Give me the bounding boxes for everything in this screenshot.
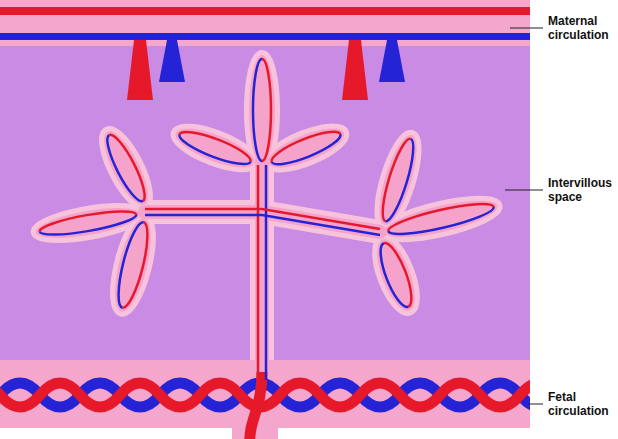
leader-line bbox=[510, 28, 543, 29]
endometrial-vein bbox=[379, 40, 405, 82]
leader-line bbox=[505, 190, 543, 191]
spiral-artery bbox=[127, 40, 153, 100]
region-label: Maternal circulation bbox=[548, 14, 614, 43]
maternal-artery bbox=[0, 7, 530, 15]
region-label: Intervillous space bbox=[548, 176, 614, 205]
endometrial-vein bbox=[159, 40, 185, 82]
leader-line bbox=[528, 404, 543, 405]
region-label: Fetal circulation bbox=[548, 390, 614, 419]
villus-vessels bbox=[38, 59, 495, 380]
maternal-band bbox=[0, 0, 530, 46]
umbilical-cord bbox=[250, 372, 262, 439]
maternal-vein bbox=[0, 33, 530, 40]
spiral-artery bbox=[342, 40, 368, 100]
